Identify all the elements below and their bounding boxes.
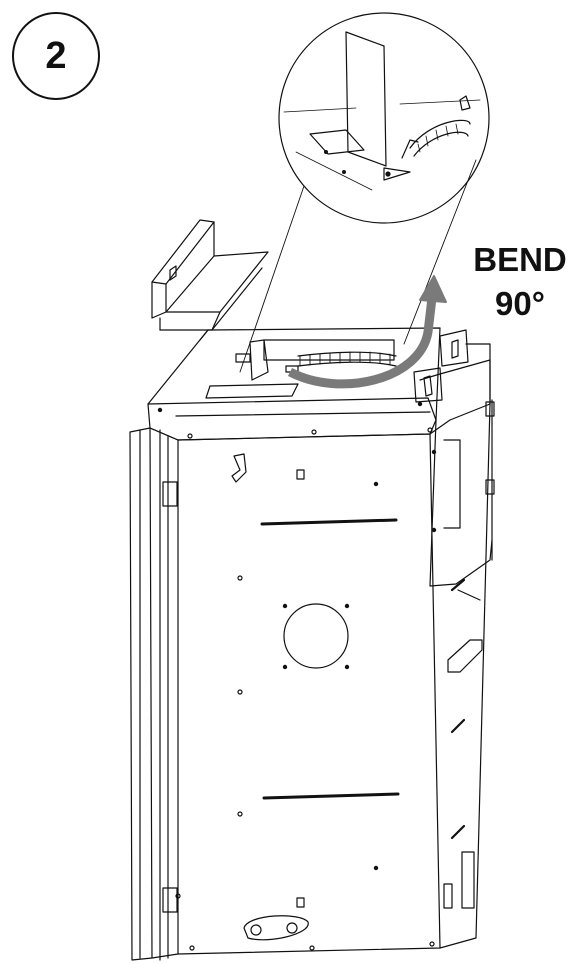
step-number: 2 [45, 34, 67, 77]
curved-arrow-icon [287, 275, 447, 389]
instruction-line-1: BEND [473, 241, 567, 278]
side-hinge-assembly [413, 329, 495, 587]
bend-instruction: BEND 90° [460, 238, 580, 326]
stove-body [129, 397, 491, 961]
deflector-ring [297, 351, 397, 367]
instruction-line-2: 90° [495, 285, 545, 322]
detail-callout [239, 12, 490, 373]
heat-shield-flange [151, 219, 269, 331]
step-number-badge: 2 [12, 12, 100, 100]
